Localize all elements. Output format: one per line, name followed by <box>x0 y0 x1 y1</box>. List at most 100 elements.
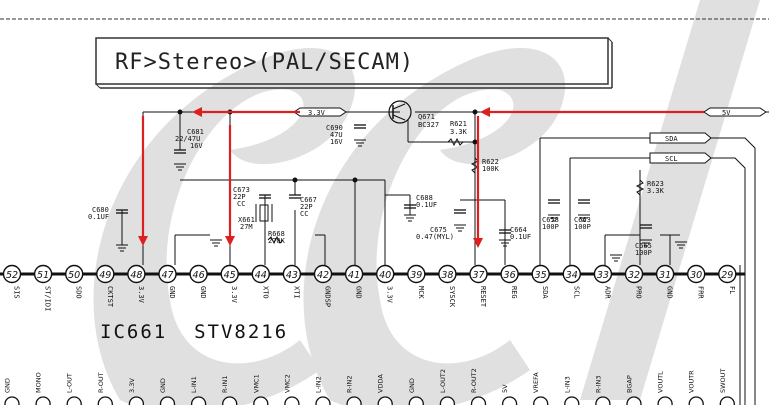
pin-label: 3.3V <box>230 286 238 304</box>
pin-circle <box>96 264 115 284</box>
x661-value: 27M <box>240 223 253 231</box>
pin-label: SDA <box>541 286 549 299</box>
r621-label: R621 <box>450 120 467 128</box>
bottom-pin-label: L-OUT <box>66 373 74 393</box>
r621-value: 3.3K <box>450 128 468 136</box>
net-label-5v: 5V <box>703 107 767 117</box>
pin-number: 32 <box>628 270 640 281</box>
ic-bottom-pin: VMC1 <box>252 374 269 405</box>
bottom-pin-circle <box>688 396 704 405</box>
pin-circle <box>33 264 53 284</box>
pin-number: 38 <box>441 270 453 281</box>
bottom-pin-label: BGAP <box>626 375 634 393</box>
c663-label: C663 <box>574 216 591 224</box>
pin-label: SCL <box>572 286 580 299</box>
pin-circle <box>469 264 488 284</box>
pin-circle <box>655 264 675 284</box>
bottom-pin-label: VMC1 <box>252 374 260 393</box>
ic-label: IC661 STV8216 <box>100 321 288 343</box>
net-3v3-text: 3.3V <box>308 109 326 117</box>
pin-number: 42 <box>317 270 329 281</box>
watermark-logo <box>93 0 760 405</box>
c680-label: C680 <box>92 206 109 214</box>
pin-circle <box>220 264 239 284</box>
pin-circle <box>127 264 146 284</box>
pin-label: ADR <box>603 286 611 299</box>
pin-circle <box>562 264 581 284</box>
ic-bottom-pin: BGAP <box>626 375 642 405</box>
pin-circle <box>282 264 302 284</box>
bottom-pin-label: L-IN2 <box>315 376 323 393</box>
bottom-pin-label: 3.3V <box>128 378 136 393</box>
r622-value: 100K <box>482 165 500 173</box>
bottom-pin-circle <box>97 396 113 405</box>
pin-circle <box>376 264 395 284</box>
ic-bottom-pin: MONO <box>35 372 51 405</box>
pin-circle <box>64 264 84 284</box>
bottom-pin-label: R-OUT2 <box>470 368 478 393</box>
bottom-pin-circle <box>439 396 456 405</box>
bottom-pin-circle <box>66 396 82 405</box>
pin-number: 51 <box>37 270 49 281</box>
bottom-pin-circle <box>533 396 549 405</box>
pin-circle <box>2 264 22 284</box>
pin-number: 48 <box>130 270 142 281</box>
pin-number: 31 <box>659 270 671 281</box>
junction-dots <box>177 109 478 183</box>
pin-label: CKTST <box>106 286 114 308</box>
bottom-pin-circle <box>346 396 362 405</box>
pin-circle <box>624 264 644 284</box>
c667-label: C667 <box>300 196 317 204</box>
bottom-pin-label: L-IN3 <box>563 376 571 393</box>
bottom-pin-circle <box>657 396 673 405</box>
ic-bottom-pin: L-IN2 <box>315 376 331 405</box>
c663-value: 100P <box>574 223 591 231</box>
pin-label: 3.3V <box>137 286 145 304</box>
bottom-pin-circle <box>159 396 176 405</box>
ic-bottom-pin: 3.3V <box>128 378 145 405</box>
pin-circle <box>189 264 208 284</box>
c658-value: 100P <box>542 223 559 231</box>
q671-part: BC327 <box>418 121 439 129</box>
pin-number: 29 <box>721 270 733 281</box>
pin-label: MCK <box>417 286 425 299</box>
bottom-pin-circle <box>4 396 20 405</box>
title-box: RF>Stereo>(PAL/SECAM) <box>95 37 613 89</box>
bottom-pin-circle <box>315 396 331 405</box>
c658-label: C658 <box>542 216 559 224</box>
bottom-pin-circle <box>284 396 300 405</box>
pin-number: 35 <box>535 270 547 281</box>
ic-bottom-pin: GND <box>408 378 424 405</box>
ic-bottom-pin: VREFA <box>532 372 549 405</box>
net-label-3v3: 3.3V <box>293 107 347 117</box>
component-labels: C681 22/47U 16V C690 47U 16V C680 0.1UF … <box>88 120 665 257</box>
pin-number: 43 <box>286 270 298 281</box>
pin-label: RESET <box>479 286 487 308</box>
bottom-pin-label: GND <box>4 378 12 393</box>
c690-value: 47U <box>330 131 343 139</box>
x661-label: X661 <box>238 216 255 224</box>
pin-circle <box>687 264 706 284</box>
bottom-pin-label: VOUTR <box>688 370 696 393</box>
c673-type: CC <box>237 200 245 208</box>
pin-circle <box>718 264 737 284</box>
pin-circle <box>251 264 270 284</box>
bottom-pin-label: VREFA <box>532 372 540 393</box>
ic-bottom-pin: GND <box>159 378 176 405</box>
pin-label: ST/IDI <box>44 286 52 311</box>
c688-value: 0.1UF <box>416 201 437 209</box>
pin-circle <box>500 264 519 284</box>
bottom-pin-circle <box>408 396 424 405</box>
pin-number: 41 <box>348 270 360 281</box>
pin-circle <box>158 264 177 284</box>
